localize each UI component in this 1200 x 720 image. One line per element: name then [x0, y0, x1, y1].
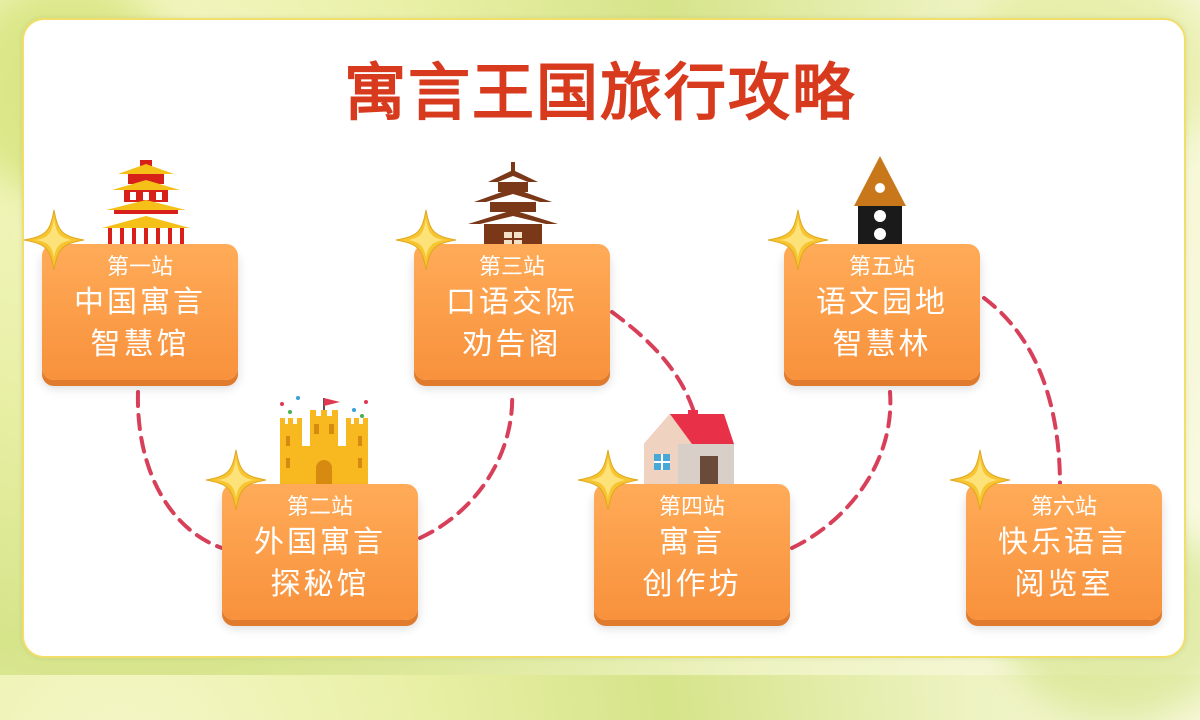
page-title: 寓言王国旅行攻略 — [343, 56, 856, 129]
route-line-4-5 — [790, 390, 893, 550]
station-5-card[interactable]: 第五站 语文园地 智慧林 — [784, 244, 980, 380]
star-icon — [949, 449, 1011, 511]
station-name-line1: 寓言 — [659, 525, 725, 560]
station-6-card[interactable]: 第六站 快乐语言 阅览室 — [966, 484, 1162, 620]
chinese-pavilion-icon — [102, 160, 190, 248]
tower-icon — [854, 156, 906, 248]
station-name-line1: 外国寓言 — [254, 525, 386, 560]
station-2-card[interactable]: 第二站 外国寓言 探秘馆 — [222, 484, 418, 620]
star-icon — [205, 449, 267, 511]
station-number: 第一站 — [106, 255, 173, 280]
station-name-line2: 阅览室 — [1014, 567, 1114, 602]
route-lines — [135, 296, 1062, 550]
station-name-line1: 口语交际 — [446, 285, 578, 320]
pagoda-icon — [468, 162, 558, 248]
route-line-5-6 — [982, 296, 1062, 488]
star-icon — [767, 209, 829, 271]
station-name-line2: 探秘馆 — [270, 567, 370, 602]
station-number: 第五站 — [848, 255, 915, 280]
station-4-card[interactable]: 第四站 寓言 创作坊 — [594, 484, 790, 620]
station-number: 第六站 — [1030, 495, 1097, 520]
station-name-line2: 智慧馆 — [90, 327, 190, 362]
station-3-card[interactable]: 第三站 口语交际 劝告阁 — [414, 244, 610, 380]
star-icon — [23, 209, 85, 271]
star-icon — [395, 209, 457, 271]
station-1-card[interactable]: 第一站 中国寓言 智慧馆 — [42, 244, 238, 380]
route-line-3-4 — [610, 310, 696, 414]
station-name-line1: 快乐语言 — [998, 525, 1130, 560]
route-line-2-3 — [418, 390, 515, 540]
station-name-line2: 创作坊 — [642, 567, 742, 602]
route-line-1-2 — [135, 390, 224, 550]
house-icon — [644, 410, 734, 486]
station-number: 第四站 — [658, 495, 725, 520]
station-name-line2: 劝告阁 — [462, 327, 562, 362]
star-icon — [577, 449, 639, 511]
station-name-line1: 语文园地 — [816, 285, 948, 320]
station-name-line2: 智慧林 — [832, 327, 932, 362]
station-number: 第三站 — [478, 255, 545, 280]
station-name-line1: 中国寓言 — [74, 285, 206, 320]
castle-icon — [280, 396, 368, 486]
station-number: 第二站 — [286, 495, 353, 520]
